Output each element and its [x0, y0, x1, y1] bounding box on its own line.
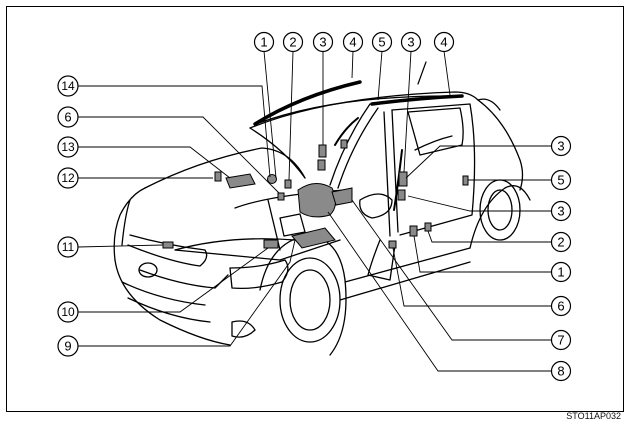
svg-text:5: 5	[378, 35, 385, 50]
svg-text:3: 3	[407, 35, 414, 50]
svg-text:1: 1	[557, 265, 564, 280]
callout-8: 8	[550, 360, 572, 382]
airbag-sensor-assembly	[291, 227, 336, 249]
curtain-airbag-strip-a	[334, 117, 359, 146]
svg-text:2: 2	[557, 235, 564, 250]
seat-belt-pretensioner	[409, 225, 418, 237]
callout-6-left: 6	[57, 106, 79, 128]
svg-text:11: 11	[62, 240, 75, 254]
figure-frame	[6, 6, 624, 412]
callout-9: 9	[57, 335, 79, 357]
callout-4-top-a: 4	[342, 31, 364, 53]
svg-text:3: 3	[557, 139, 564, 154]
callout-6-right: 6	[550, 295, 572, 317]
airbag-module-7	[331, 187, 353, 206]
callout-3-top-b: 3	[400, 31, 422, 53]
svg-text:10: 10	[61, 305, 75, 319]
indicator-2	[284, 179, 292, 189]
callout-3-right-a: 3	[550, 135, 572, 157]
callout-4-top-b: 4	[433, 31, 455, 53]
occupant-sensor-12	[214, 171, 222, 182]
svg-text:9: 9	[64, 339, 71, 354]
svg-text:1: 1	[260, 35, 267, 50]
callout-5-right: 5	[550, 169, 572, 191]
svg-text:4: 4	[440, 35, 447, 50]
curtain-inflator-a	[318, 144, 327, 158]
svg-text:13: 13	[61, 140, 75, 154]
svg-text:7: 7	[557, 333, 564, 348]
svg-text:2: 2	[289, 35, 296, 50]
door-sensor	[388, 240, 397, 249]
roof-sensor	[340, 139, 348, 149]
callout-1-right: 1	[550, 261, 572, 283]
callout-5-top: 5	[371, 31, 393, 53]
curtain-airbag-strip-b	[393, 149, 403, 211]
figure-code: STO11AP032	[566, 411, 621, 421]
svg-text:6: 6	[64, 110, 71, 125]
side-inflator-b	[397, 189, 406, 201]
center-sensor	[277, 192, 285, 201]
svg-text:4: 4	[349, 35, 356, 50]
front-passenger-airbag	[297, 183, 336, 218]
callout-14: 14	[57, 75, 79, 97]
callout-12: 12	[57, 167, 79, 189]
svg-text:14: 14	[61, 79, 75, 93]
svg-text:8: 8	[557, 364, 564, 379]
callout-2-top: 2	[282, 31, 304, 53]
callout-13: 13	[57, 136, 79, 158]
front-sensor	[263, 239, 279, 249]
steering-airbag-block	[225, 173, 256, 189]
svg-text:12: 12	[61, 171, 75, 185]
rear-sensor	[462, 175, 469, 186]
callout-11: 11	[57, 236, 79, 258]
svg-text:3: 3	[319, 35, 326, 50]
callout-3-right-b: 3	[550, 200, 572, 222]
curtain-inflator-b	[317, 159, 326, 171]
callout-7: 7	[550, 329, 572, 351]
callout-3-top-a: 3	[312, 31, 334, 53]
svg-text:5: 5	[557, 173, 564, 188]
callout-10: 10	[57, 301, 79, 323]
callout-2-right: 2	[550, 231, 572, 253]
svg-text:3: 3	[557, 204, 564, 219]
callout-1-top: 1	[253, 31, 275, 53]
svg-text:6: 6	[557, 299, 564, 314]
side-inflator-a	[398, 171, 408, 187]
